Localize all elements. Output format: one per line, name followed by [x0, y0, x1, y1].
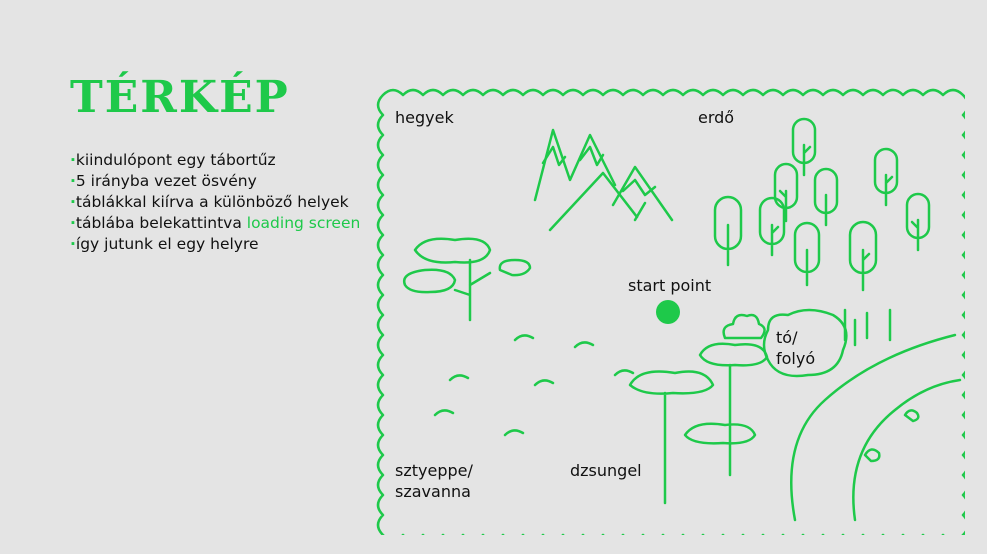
river-icon [790, 333, 957, 522]
bullet-item: 5 irányba vezet ösvény [70, 171, 370, 192]
lake-icon [762, 308, 848, 378]
page-title: TÉRKÉP [70, 72, 290, 123]
pebble-icon [863, 409, 920, 463]
bullet-text: 5 irányba vezet ösvény [75, 172, 257, 190]
bush-icon [722, 313, 766, 340]
map-label-lake-2: folyó [776, 349, 816, 368]
bullet-item: kiindulópont egy tábortűz [70, 150, 370, 171]
river-icon [852, 378, 962, 522]
map-label-lake-1: tó/ [776, 328, 798, 347]
mountain-icon [533, 128, 674, 232]
bullet-list: kiindulópont egy tábortűz 5 irányba veze… [70, 150, 370, 255]
map-label-start: start point [628, 276, 712, 295]
start-point-dot [656, 300, 680, 324]
lake-plant-icon [843, 308, 892, 347]
bullet-text: kiindulópont egy tábortűz [75, 151, 276, 169]
map-label-forest: erdő [698, 108, 735, 127]
map-label-jungle: dzsungel [570, 461, 642, 480]
bullet-item: táblákkal kiírva a különböző helyek [70, 192, 370, 213]
bullet-item: így jutunk el egy helyre [70, 234, 370, 255]
acacia-tree-icon [402, 237, 532, 322]
bullet-item: táblába belekattintva loading screen [70, 213, 370, 234]
bullet-text: így jutunk el egy helyre [75, 235, 259, 253]
jungle-tree-icon [628, 342, 769, 505]
map-label-steppe-1: sztyeppe/ [395, 461, 473, 480]
bullet-text: táblába belekattintva [75, 214, 247, 232]
bullet-text: táblákkal kiírva a különböző helyek [75, 193, 349, 211]
tree-icon [713, 117, 931, 292]
map-illustration: hegyek erdő start point tó/ folyó sztyep… [375, 85, 970, 542]
loading-screen-highlight: loading screen [246, 214, 361, 232]
map-label-mountains: hegyek [395, 108, 454, 127]
map-label-steppe-2: szavanna [395, 482, 471, 501]
grass-icon [433, 334, 635, 437]
